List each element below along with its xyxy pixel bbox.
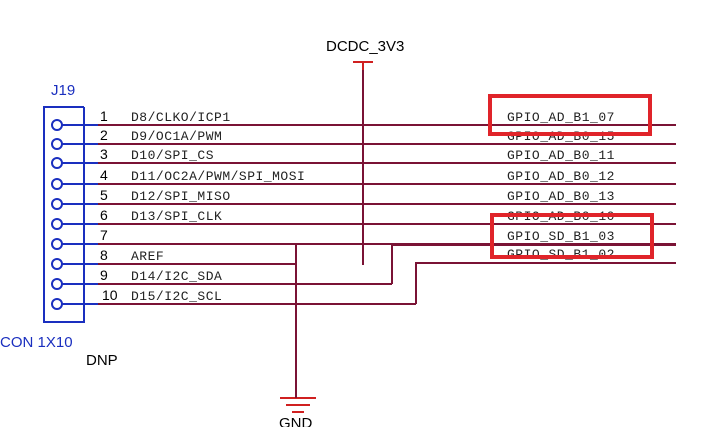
pin-right-label-5: GPIO_AD_B0_13 xyxy=(507,189,615,204)
pin-number-1: 1 xyxy=(100,108,108,124)
pin-circle-6 xyxy=(51,218,63,230)
pin-circle-3 xyxy=(51,157,63,169)
highlight-box-gpio-sd-b1-03 xyxy=(490,213,654,259)
pin-circle-10 xyxy=(51,298,63,310)
ground-label: GND xyxy=(279,415,313,427)
pin-right-label-2: GPIO_AD_B0_15 xyxy=(507,129,615,144)
pin-left-label-9: D14/I2C_SDA xyxy=(131,269,222,284)
pin-number-2: 2 xyxy=(100,127,108,143)
pin-number-8: 8 xyxy=(100,247,108,263)
pin-left-label-5: D12/SPI_MISO xyxy=(131,189,231,204)
pin-right-label-4: GPIO_AD_B0_12 xyxy=(507,169,615,184)
pin-number-7: 7 xyxy=(100,227,108,243)
highlight-box-gpio-ad-b1-07 xyxy=(488,94,652,136)
pin-circle-8 xyxy=(51,258,63,270)
ground-symbol xyxy=(280,397,316,413)
connector-note: DNP xyxy=(86,352,118,369)
pin-right-label-9: GPIO_SD_B1_02 xyxy=(507,247,615,262)
pin-circle-9 xyxy=(51,278,63,290)
pin-circle-5 xyxy=(51,198,63,210)
pin-right-label-7: GPIO_SD_B1_03 xyxy=(507,229,615,244)
pin-circle-2 xyxy=(51,138,63,150)
pin-circle-4 xyxy=(51,178,63,190)
connector-body xyxy=(43,106,85,323)
pin-left-label-4: D11/OC2A/PWM/SPI_MOSI xyxy=(131,169,305,184)
pin-number-5: 5 xyxy=(100,187,108,203)
connector-type: CON 1X10 xyxy=(0,334,73,351)
pin-number-6: 6 xyxy=(100,207,108,223)
pin-left-label-8: AREF xyxy=(131,249,164,264)
pin-number-4: 4 xyxy=(100,167,108,183)
connector-pins: 1 D8/CLKO/ICP1 GPIO_AD_B1_07 2 D9/OC1A/PWM GP… xyxy=(51,108,676,310)
pin-right-label-3: GPIO_AD_B0_11 xyxy=(507,148,615,163)
pin-number-3: 3 xyxy=(100,146,108,162)
pin-left-label-10: D15/I2C_SCL xyxy=(131,289,222,304)
power-symbol xyxy=(353,61,373,70)
pin-left-label-2: D9/OC1A/PWM xyxy=(131,129,222,144)
pin-circle-7 xyxy=(51,238,63,250)
pin-number-10: 10 xyxy=(102,287,118,303)
pin-circle-1 xyxy=(51,119,63,131)
pin-left-label-1: D8/CLKO/ICP1 xyxy=(131,110,231,125)
routing-wires xyxy=(295,244,676,398)
pin-number-9: 9 xyxy=(100,267,108,283)
power-net-label: DCDC_3V3 xyxy=(326,38,404,55)
pin-left-label-3: D10/SPI_CS xyxy=(131,148,214,163)
pin-right-label-1: GPIO_AD_B1_07 xyxy=(507,110,615,125)
pin-left-label-6: D13/SPI_CLK xyxy=(131,209,222,224)
connector-ref: J19 xyxy=(51,82,75,99)
